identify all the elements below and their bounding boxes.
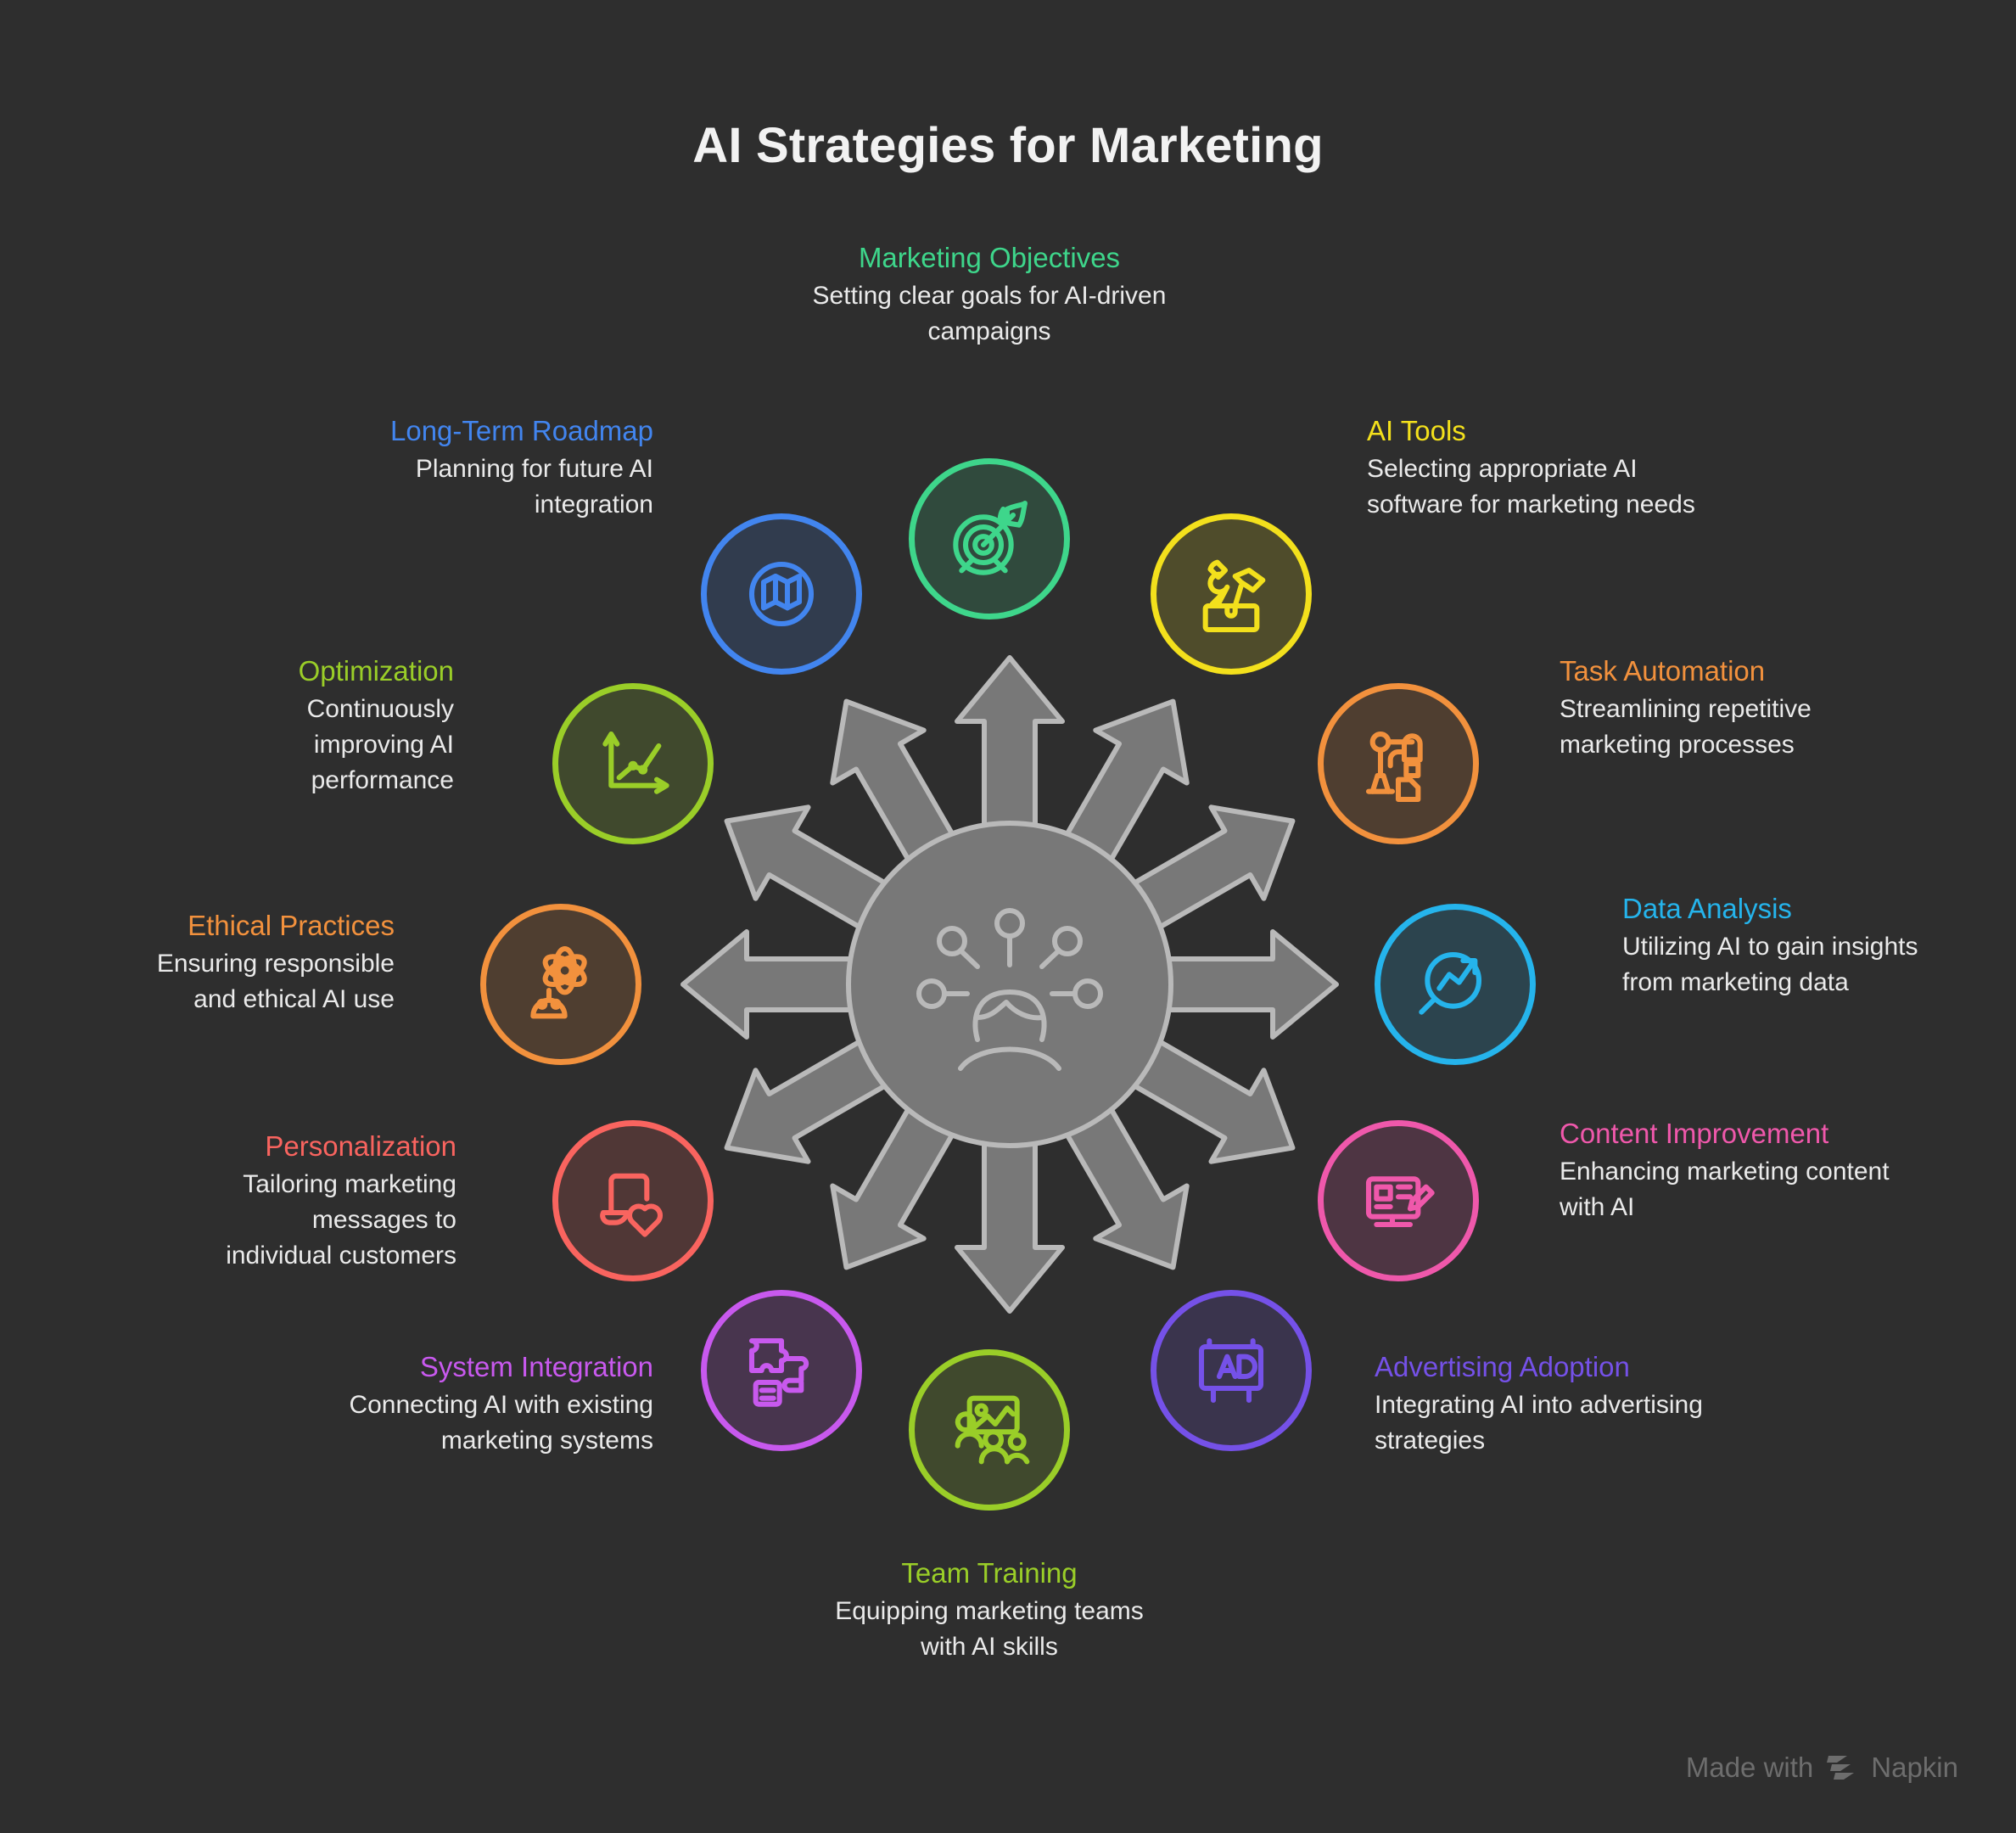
node-icon-content-improvement[interactable] bbox=[1318, 1120, 1479, 1281]
node-icon-advertising-adoption[interactable] bbox=[1151, 1290, 1312, 1451]
node-description: Setting clear goals for AI-driven campai… bbox=[812, 282, 1167, 345]
node-label-personalization: Personalization Tailoring marketing mess… bbox=[210, 1129, 456, 1274]
node-label-advertising-adoption: Advertising Adoption Integrating AI into… bbox=[1375, 1349, 1714, 1459]
node-title: Marketing Objectives bbox=[858, 242, 1121, 273]
map-icon bbox=[748, 561, 815, 627]
node-label-system-integration: System Integration Connecting AI with ex… bbox=[293, 1349, 653, 1459]
node-label-team-training: Team Training Equipping marketing teams … bbox=[811, 1556, 1168, 1665]
node-title: Content Improvement bbox=[1560, 1118, 1829, 1149]
node-icon-marketing-objectives[interactable] bbox=[909, 458, 1070, 619]
watermark-brand: Napkin bbox=[1871, 1752, 1958, 1783]
node-label-data-analysis: Data Analysis Utilizing AI to gain insig… bbox=[1622, 891, 1962, 1001]
node-description: Tailoring marketing messages to individu… bbox=[226, 1170, 456, 1270]
center-hub-graphic bbox=[680, 655, 1339, 1314]
node-title: Optimization bbox=[298, 655, 454, 687]
puzzle-pieces-icon bbox=[748, 1337, 809, 1407]
toolbox-icon bbox=[1202, 559, 1266, 633]
node-label-ai-tools: AI Tools Selecting appropriate AI softwa… bbox=[1367, 413, 1706, 523]
node-icon-data-analysis[interactable] bbox=[1375, 904, 1536, 1065]
node-icon-optimization[interactable] bbox=[552, 683, 714, 844]
node-description: Selecting appropriate AI software for ma… bbox=[1367, 455, 1695, 519]
chart-magnifier-icon bbox=[1419, 951, 1482, 1015]
node-icon-personalization[interactable] bbox=[552, 1120, 714, 1281]
robot-arm-icon bbox=[1365, 731, 1423, 803]
node-title: System Integration bbox=[419, 1351, 653, 1382]
page-title: AI Strategies for Marketing bbox=[692, 118, 1324, 173]
node-title: Task Automation bbox=[1560, 655, 1766, 687]
robot-atom-icon bbox=[530, 945, 587, 1019]
node-icon-task-automation[interactable] bbox=[1318, 683, 1479, 844]
node-description: Ensuring responsible and ethical AI use bbox=[156, 950, 395, 1013]
node-icon-system-integration[interactable] bbox=[701, 1290, 862, 1451]
node-label-long-term-roadmap: Long-Term Roadmap Planning for future AI… bbox=[293, 413, 653, 523]
ad-billboard-icon bbox=[1198, 1337, 1264, 1404]
napkin-logo-icon bbox=[1827, 1756, 1855, 1780]
node-title: Advertising Adoption bbox=[1375, 1351, 1630, 1382]
ai-network-person-icon bbox=[916, 908, 1103, 1071]
watermark-prefix: Made with bbox=[1685, 1752, 1814, 1783]
node-description: Equipping marketing teams with AI skills bbox=[835, 1597, 1144, 1661]
node-icon-ai-tools[interactable] bbox=[1151, 513, 1312, 675]
node-label-marketing-objectives: Marketing Objectives Setting clear goals… bbox=[811, 240, 1168, 350]
node-label-task-automation: Task Automation Streamlining repetitive … bbox=[1560, 653, 1899, 763]
center-hub bbox=[675, 649, 1345, 1320]
node-title: Personalization bbox=[265, 1130, 456, 1162]
node-icon-ethical-practices[interactable] bbox=[480, 904, 641, 1065]
node-title: Long-Term Roadmap bbox=[390, 415, 653, 446]
design-tablet-pencil-icon bbox=[1365, 1176, 1435, 1228]
node-description: Streamlining repetitive marketing proces… bbox=[1560, 695, 1812, 759]
node-description: Continuously improving AI performance bbox=[306, 695, 454, 794]
laptop-heart-icon bbox=[600, 1173, 664, 1237]
node-description: Connecting AI with existing marketing sy… bbox=[349, 1391, 653, 1455]
node-title: Ethical Practices bbox=[188, 910, 395, 941]
presentation-training-icon bbox=[955, 1395, 1030, 1465]
node-title: AI Tools bbox=[1367, 415, 1466, 446]
node-description: Integrating AI into advertising strategi… bbox=[1375, 1391, 1703, 1455]
napkin-watermark: Made with Napkin bbox=[1686, 1752, 1958, 1784]
target-arrow-icon bbox=[953, 500, 1028, 575]
node-description: Enhancing marketing content with AI bbox=[1560, 1158, 1890, 1221]
node-label-optimization: Optimization Continuously improving AI p… bbox=[246, 653, 454, 799]
node-title: Data Analysis bbox=[1622, 893, 1792, 924]
node-title: Team Training bbox=[901, 1557, 1078, 1589]
node-description: Planning for future AI integration bbox=[415, 455, 653, 519]
node-icon-long-term-roadmap[interactable] bbox=[701, 513, 862, 675]
line-chart-axes-icon bbox=[602, 731, 669, 794]
node-label-content-improvement: Content Improvement Enhancing marketing … bbox=[1560, 1116, 1899, 1225]
node-icon-team-training[interactable] bbox=[909, 1349, 1070, 1511]
node-description: Utilizing AI to gain insights from marke… bbox=[1622, 933, 1918, 996]
node-label-ethical-practices: Ethical Practices Ensuring responsible a… bbox=[132, 908, 395, 1017]
